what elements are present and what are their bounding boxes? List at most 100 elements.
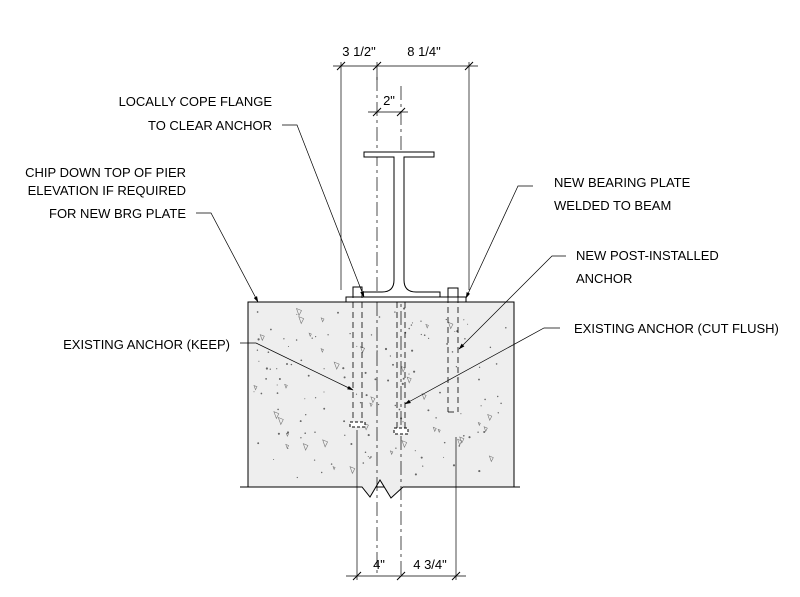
aggregate-speck bbox=[315, 336, 317, 338]
aggregate-speck bbox=[384, 347, 388, 351]
aggregate-speck bbox=[463, 319, 465, 321]
aggregate-speck bbox=[323, 368, 325, 370]
aggregate-speck bbox=[425, 323, 429, 329]
note-post-installed-line1: NEW POST-INSTALLED bbox=[576, 248, 719, 263]
dim-bottom-left: 4" bbox=[373, 557, 385, 572]
aggregate-speck bbox=[270, 328, 272, 331]
bearing-plate bbox=[345, 296, 467, 303]
leader-chip-down bbox=[196, 212, 259, 303]
aggregate-speck bbox=[480, 405, 482, 407]
steel-beam bbox=[357, 151, 441, 298]
note-chip-down-line1: CHIP DOWN TOP OF PIER bbox=[25, 165, 186, 180]
aggregate-speck bbox=[267, 351, 270, 354]
aggregate-speck bbox=[320, 317, 325, 323]
tick bbox=[372, 61, 382, 71]
aggregate-speck bbox=[265, 378, 267, 380]
dim-bottom-right: 4 3/4" bbox=[413, 557, 447, 572]
aggregate-speck bbox=[359, 346, 366, 354]
aggregate-speck bbox=[392, 363, 394, 366]
aggregate-speck bbox=[483, 426, 488, 433]
aggregate-speck bbox=[367, 456, 369, 458]
dim-top-small: 2" bbox=[383, 93, 395, 108]
aggregate-speck bbox=[414, 473, 417, 476]
aggregate-speck bbox=[300, 437, 302, 439]
aggregate-speck bbox=[277, 416, 284, 426]
aggregate-speck bbox=[496, 395, 499, 398]
aggregate-speck bbox=[349, 332, 351, 335]
aggregate-speck bbox=[304, 398, 306, 400]
existing-anchor-keep bbox=[349, 286, 366, 428]
aggregate-speck bbox=[285, 443, 290, 450]
aggregate-speck bbox=[283, 338, 285, 340]
new-post-installed-anchor bbox=[447, 287, 459, 413]
aggregate-speck bbox=[323, 391, 325, 393]
aggregate-speck bbox=[447, 321, 454, 330]
aggregate-speck bbox=[259, 334, 265, 342]
aggregate-speck bbox=[376, 350, 378, 352]
aggregate-speck bbox=[484, 398, 486, 401]
aggregate-speck bbox=[477, 431, 479, 433]
aggregate-speck bbox=[454, 331, 456, 332]
aggregate-speck bbox=[464, 337, 466, 340]
aggregate-speck bbox=[355, 393, 358, 395]
note-existing-cut: EXISTING ANCHOR (CUT FLUSH) bbox=[574, 321, 779, 336]
aggregate-speck bbox=[435, 417, 437, 419]
aggregate-speck bbox=[410, 324, 413, 326]
tick bbox=[451, 571, 461, 581]
aggregate-speck bbox=[432, 426, 437, 433]
aggregate-speck bbox=[356, 345, 358, 347]
aggregate-speck bbox=[287, 345, 290, 348]
aggregate-speck bbox=[344, 434, 346, 436]
aggregate-speck bbox=[257, 338, 260, 341]
dim-top-right: 8 1/4" bbox=[407, 44, 441, 59]
aggregate-speck bbox=[457, 438, 463, 446]
aggregate-speck bbox=[422, 465, 424, 467]
leader-post-installed bbox=[458, 255, 566, 350]
aggregate-speck bbox=[389, 355, 392, 357]
aggregate-speck bbox=[455, 366, 458, 368]
note-chip-down-line2: ELEVATION IF REQUIRED bbox=[28, 183, 186, 198]
aggregate-speck bbox=[343, 376, 346, 379]
aggregate-speck bbox=[402, 377, 405, 380]
note-cope-flange-line2: TO CLEAR ANCHOR bbox=[148, 118, 272, 133]
tick bbox=[372, 107, 382, 117]
aggregate-speck bbox=[299, 420, 302, 423]
aggregate-speck bbox=[359, 402, 362, 404]
note-post-installed-line2: ANCHOR bbox=[576, 271, 632, 286]
aggregate-speck bbox=[256, 311, 259, 313]
aggregate-speck bbox=[439, 391, 441, 394]
aggregate-speck bbox=[505, 326, 507, 329]
aggregate-speck bbox=[421, 393, 427, 401]
aggregate-speck bbox=[478, 378, 480, 381]
dim-top-left: 3 1/2" bbox=[342, 44, 376, 59]
aggregate-speck bbox=[265, 367, 268, 370]
aggregate-speck bbox=[370, 396, 376, 404]
aggregate-speck bbox=[273, 458, 275, 461]
aggregate-speck bbox=[256, 349, 259, 351]
tick bbox=[396, 107, 406, 117]
aggregate-speck bbox=[478, 470, 481, 473]
aggregate-speck bbox=[285, 432, 289, 437]
aggregate-speck bbox=[295, 339, 298, 341]
aggregate-speck bbox=[314, 431, 316, 434]
aggregate-speck bbox=[269, 368, 271, 370]
aggregate-speck bbox=[330, 463, 333, 465]
note-cope-flange-line1: LOCALLY COPE FLANGE bbox=[119, 94, 273, 109]
aggregate-speck bbox=[253, 384, 258, 391]
aggregate-speck bbox=[374, 378, 377, 381]
aggregate-speck bbox=[443, 456, 445, 458]
aggregate-speck bbox=[296, 313, 298, 315]
aggregate-speck bbox=[277, 432, 280, 435]
aggregate-speck bbox=[314, 397, 317, 399]
aggregate-speck bbox=[370, 456, 372, 458]
aggregate-speck bbox=[364, 371, 367, 374]
leader-bearing-plate bbox=[465, 185, 533, 299]
aggregate-speck bbox=[478, 366, 481, 368]
aggregate-speck bbox=[387, 379, 390, 382]
aggregate-speck bbox=[452, 464, 456, 467]
aggregate-speck bbox=[327, 334, 329, 336]
existing-anchor-cut-flush bbox=[393, 302, 409, 435]
aggregate-speck bbox=[257, 442, 260, 445]
